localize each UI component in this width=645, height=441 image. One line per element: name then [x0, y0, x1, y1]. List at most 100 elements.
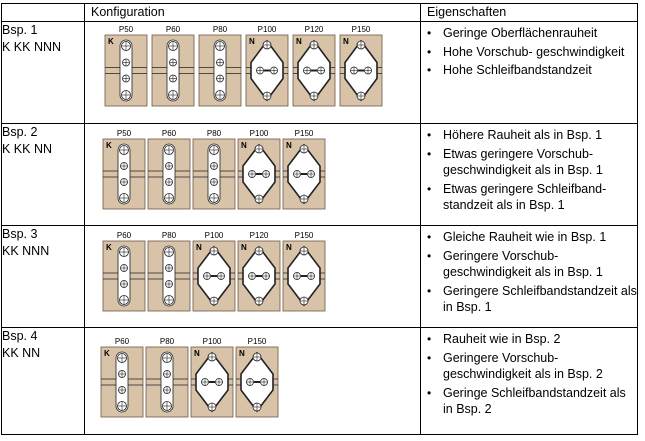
unit-grit-label: P60: [117, 231, 132, 240]
header-properties: Eigenschaften: [420, 3, 638, 22]
unit-grit-label: P80: [213, 25, 228, 34]
list-item: Rauheit wie in Bsp. 2: [421, 331, 637, 348]
sanding-belt: [162, 143, 176, 205]
properties-list: Gleiche Rauheit wie in Bsp. 1 Geringere …: [421, 226, 637, 316]
unit-grit-label: P150: [295, 231, 314, 240]
sanding-unit: P60: [147, 129, 191, 210]
sanding-belt: [166, 39, 180, 102]
example-cell: Bsp. 2 K KK NN: [1, 123, 85, 226]
list-item: Gleiche Rauheit wie in Bsp. 1: [421, 229, 637, 246]
example-label: Bsp. 1: [2, 23, 38, 37]
unit-type-mark: K: [106, 243, 112, 252]
unit-type-mark: N: [249, 37, 255, 46]
list-item: Hohe Schleifbandstandzeit: [421, 62, 637, 79]
header-configuration: Konfiguration: [84, 3, 421, 22]
unit-grit-label: P100: [203, 337, 222, 346]
example-cell: Bsp. 1 K KK NNN: [1, 21, 85, 124]
list-item: Etwas geringere Schleifband- standzeit a…: [421, 181, 637, 214]
sanding-unit: P80: [198, 25, 242, 107]
sanding-belt: [117, 143, 131, 205]
sanding-belt: [119, 39, 133, 102]
list-item: Geringere Schleifbandstandzeit als in Bs…: [421, 283, 637, 316]
list-item: Geringe Oberflächenrauheit: [421, 25, 637, 42]
unit-grit-label: P60: [166, 25, 181, 34]
unit-grit-label: P60: [162, 129, 177, 138]
example-label: Bsp. 3: [2, 227, 38, 241]
properties-list: Geringe Oberflächenrauheit Hohe Vorschub…: [421, 22, 637, 79]
unit-grit-label: P150: [352, 25, 371, 34]
properties-list: Höhere Rauheit als in Bsp. 1 Etwas gerin…: [421, 124, 637, 214]
unit-grit-label: P50: [117, 129, 132, 138]
example-code: KK NNN: [2, 243, 50, 258]
table-header-row: Konfiguration Eigenschaften: [1, 3, 638, 22]
unit-type-mark: N: [239, 349, 245, 358]
example-cell: Bsp. 3 KK NNN: [1, 225, 85, 328]
example-code: K KK NN: [2, 141, 53, 156]
header-empty-cell: [1, 3, 85, 22]
unit-type-mark: K: [106, 141, 112, 150]
unit-type-mark: N: [286, 141, 292, 150]
example-cell: Bsp. 4 KK NN: [1, 327, 85, 435]
unit-grit-label: P100: [258, 25, 277, 34]
unit-grit-label: P80: [207, 129, 222, 138]
sanding-belt: [162, 245, 176, 307]
unit-type-mark: N: [286, 243, 292, 252]
unit-grit-label: P150: [295, 129, 314, 138]
sanding-belt: [117, 245, 131, 307]
unit-grit-label: P100: [250, 129, 269, 138]
configuration-table: Konfiguration Eigenschaften Bsp. 1 K KK …: [1, 3, 638, 435]
properties-list: Rauheit wie in Bsp. 2 Geringere Vorschub…: [421, 328, 637, 418]
unit-grit-label: P60: [115, 337, 130, 346]
list-item: Geringe Schleifbandstandzeit als in Bsp.…: [421, 385, 637, 418]
unit-grit-label: P50: [119, 25, 134, 34]
list-item: Etwas geringere Vorschub- geschwindigkei…: [421, 146, 637, 179]
example-code: KK NN: [2, 345, 41, 360]
list-item: Geringere Vorschub- geschwindigkeit als …: [421, 248, 637, 281]
unit-grit-label: P120: [250, 231, 269, 240]
example-label: Bsp. 4: [2, 329, 38, 343]
unit-grit-label: P150: [248, 337, 267, 346]
properties-cell: Geringe Oberflächenrauheit Hohe Vorschub…: [420, 21, 638, 124]
example-label: Bsp. 2: [2, 125, 38, 139]
list-item: Höhere Rauheit als in Bsp. 1: [421, 127, 637, 144]
unit-type-mark: N: [343, 37, 349, 46]
sanding-unit: P80: [147, 231, 191, 312]
unit-type-mark: N: [241, 243, 247, 252]
unit-grit-label: P80: [160, 337, 175, 346]
unit-type-mark: K: [104, 349, 110, 358]
list-item: Geringere Vorschub- geschwindigkeit als …: [421, 350, 637, 383]
sanding-unit: P60: [151, 25, 195, 107]
unit-grit-label: P100: [205, 231, 224, 240]
properties-cell: Rauheit wie in Bsp. 2 Geringere Vorschub…: [420, 327, 638, 435]
sanding-belt: [160, 351, 174, 413]
unit-type-mark: N: [296, 37, 302, 46]
list-item: Hohe Vorschub- geschwindigkeit: [421, 44, 637, 61]
unit-grit-label: P80: [162, 231, 177, 240]
sanding-unit: P80: [192, 129, 236, 210]
